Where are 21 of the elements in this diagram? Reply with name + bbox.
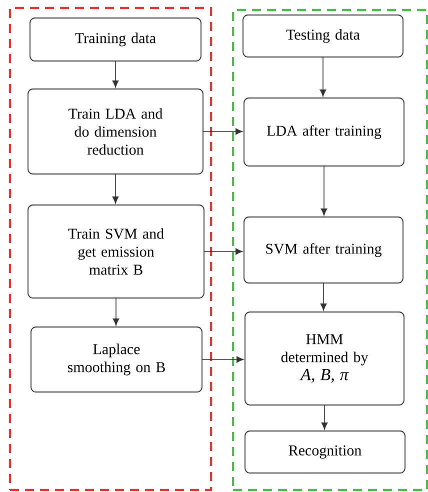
process-box: LDA after training <box>244 98 404 166</box>
process-box: Laplace smoothing on B <box>30 326 202 392</box>
arrow <box>204 248 243 255</box>
process-box: HMM determined by A, B, π <box>244 312 404 406</box>
arrow <box>321 405 328 430</box>
process-box: SVM after training <box>244 216 404 284</box>
arrow <box>320 283 327 311</box>
arrow <box>320 57 326 97</box>
process-box: Training data <box>30 18 202 62</box>
dashed-frame <box>8 6 212 492</box>
dashed-frame <box>232 8 428 492</box>
process-box: Train SVM and get emission matrix B <box>28 204 204 298</box>
arrow <box>112 298 120 326</box>
process-box: Recognition <box>244 430 406 474</box>
arrow <box>112 174 119 204</box>
arrow <box>202 356 244 363</box>
arrow <box>320 166 328 216</box>
arrow <box>203 128 243 135</box>
process-box: Testing data <box>242 14 404 58</box>
process-box: Train LDA and do dimension reduction <box>28 88 204 174</box>
arrow <box>112 61 119 88</box>
